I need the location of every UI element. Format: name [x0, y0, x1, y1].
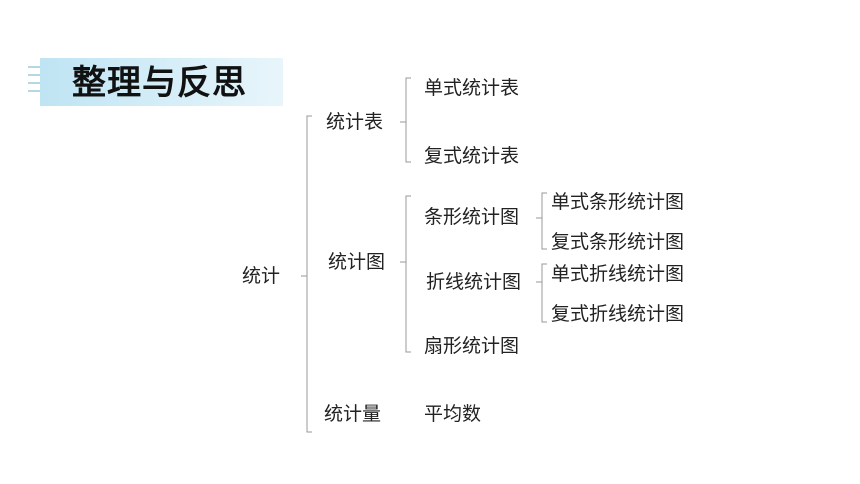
node-bar-chart: 条形统计图 [424, 206, 520, 228]
node-single-bar: 单式条形统计图 [551, 191, 685, 213]
node-compound-table: 复式统计表 [424, 145, 520, 167]
bracket-root [306, 115, 312, 433]
page-title: 整理与反思 [72, 63, 247, 103]
node-compound-bar: 复式条形统计图 [551, 231, 685, 253]
node-average: 平均数 [424, 403, 482, 425]
banner-decoration [28, 74, 40, 76]
node-compound-line: 复式折线统计图 [551, 303, 685, 325]
bracket-line [541, 263, 547, 323]
node-table: 统计表 [326, 111, 384, 133]
bracket-table [405, 77, 411, 163]
node-root: 统计 [242, 265, 281, 287]
banner-decoration [28, 82, 40, 84]
node-single-line: 单式折线统计图 [551, 263, 685, 285]
bracket-chart [405, 195, 411, 353]
banner-decoration [28, 90, 40, 92]
banner-decoration [28, 66, 40, 68]
node-pie-chart: 扇形统计图 [424, 335, 520, 357]
title-banner [40, 58, 283, 106]
node-chart: 统计图 [328, 251, 386, 273]
node-single-table: 单式统计表 [424, 77, 520, 99]
node-measure: 统计量 [324, 403, 382, 425]
bracket-bar [541, 192, 547, 250]
node-line-chart: 折线统计图 [426, 271, 522, 293]
